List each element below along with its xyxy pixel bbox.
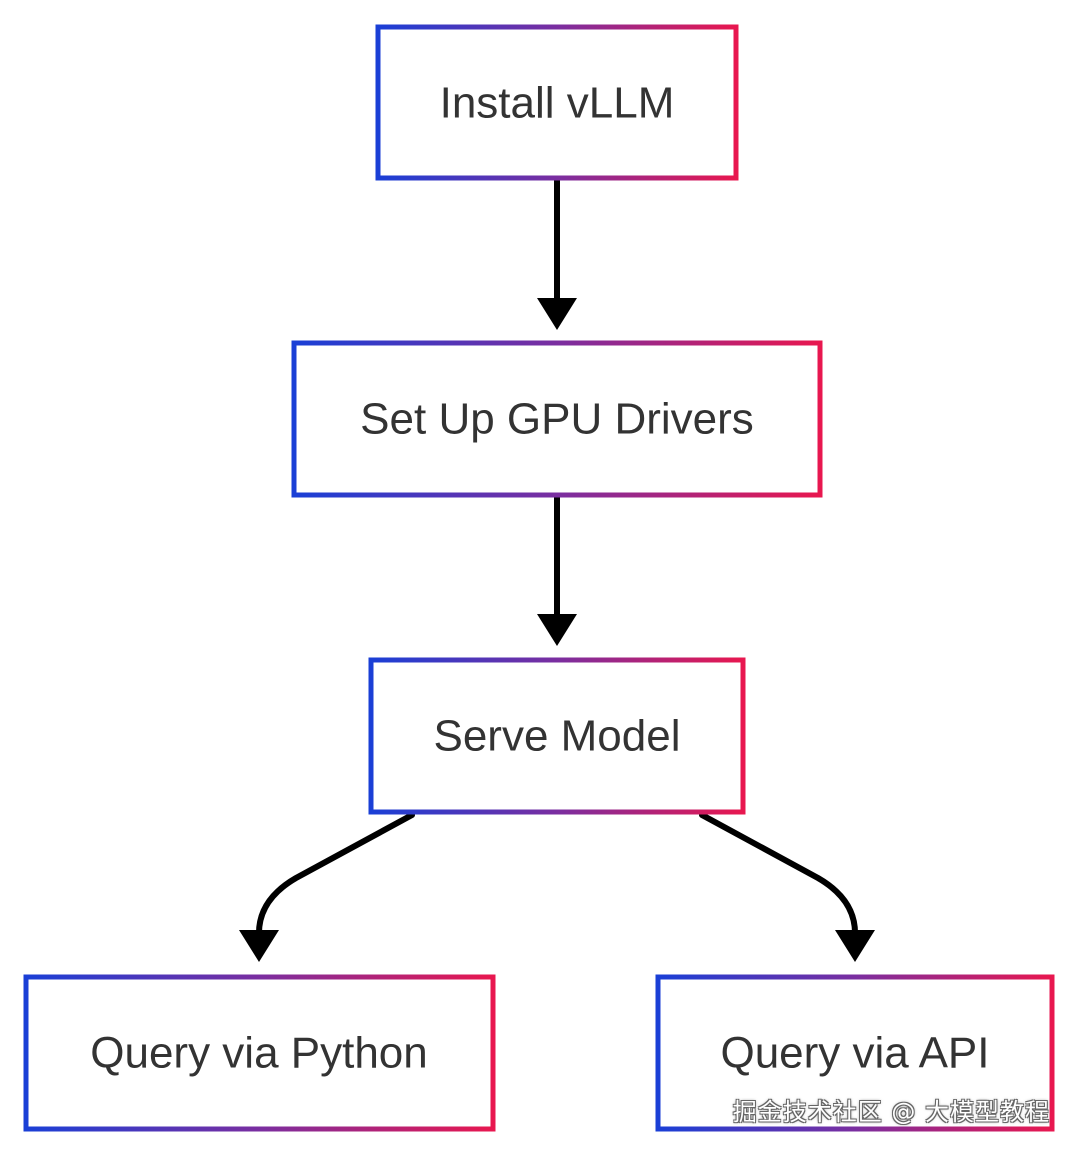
node-query-via-python: Query via Python	[23, 974, 496, 1132]
arrowhead-serve-to-python	[239, 930, 279, 962]
node-query-via-api-label: Query via API	[720, 1029, 989, 1078]
arrowhead-install-to-gpu	[537, 298, 577, 330]
node-install-vllm-label: Install vLLM	[440, 79, 675, 128]
edge-serve-to-api	[699, 812, 859, 938]
arrowhead-gpu-to-serve	[537, 614, 577, 646]
edges	[239, 177, 875, 962]
node-serve-model: Serve Model	[368, 657, 746, 815]
edge-serve-to-python	[255, 812, 415, 938]
node-install-vllm: Install vLLM	[375, 24, 739, 181]
watermark-text: 掘金技术社区 @ 大模型教程	[732, 1098, 1050, 1126]
node-query-via-api: Query via API	[655, 974, 1055, 1132]
node-query-via-python-label: Query via Python	[90, 1029, 428, 1078]
node-set-up-gpu-drivers-label: Set Up GPU Drivers	[360, 395, 754, 444]
node-set-up-gpu-drivers: Set Up GPU Drivers	[291, 340, 823, 498]
arrowhead-serve-to-api	[835, 930, 875, 962]
node-serve-model-label: Serve Model	[433, 712, 680, 761]
